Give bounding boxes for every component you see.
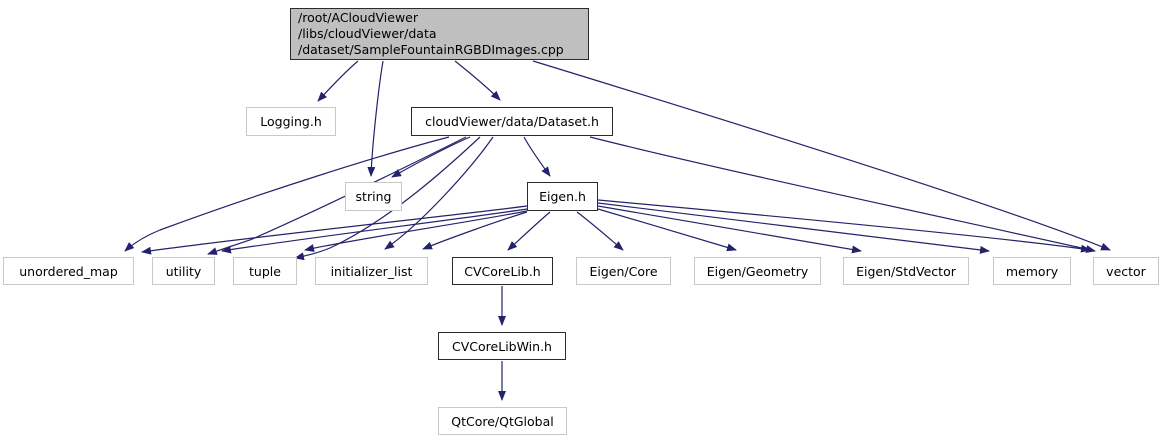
edge-eigen-to-tuple — [304, 210, 528, 252]
node-qtcore-qtglobal-label: QtCore/QtGlobal — [451, 413, 554, 429]
node-utility[interactable]: utility — [152, 257, 215, 285]
node-eigen-core[interactable]: Eigen/Core — [576, 257, 671, 285]
node-string-label: string — [355, 189, 392, 204]
node-cvcorelibwin-h-label: CVCoreLibWin.h — [452, 338, 552, 354]
node-initializer-list[interactable]: initializer_list — [315, 257, 428, 285]
node-eigen-stdvector-label: Eigen/StdVector — [856, 263, 956, 279]
node-memory-label: memory — [1005, 263, 1059, 279]
node-logging-h-label: Logging.h — [260, 114, 322, 129]
node-vector[interactable]: vector — [1093, 257, 1159, 285]
node-tuple-label: tuple — [249, 263, 281, 279]
node-sample-fountain-rgbd-images-cpp[interactable]: /root/ACloudViewer /libs/cloudViewer/dat… — [290, 8, 589, 60]
edge-eigen-to-vector — [597, 199, 1091, 253]
edge-root-to-vector — [532, 60, 1111, 251]
edge-eigen-to-initializer_list — [422, 211, 528, 250]
edge-eigen-to-utility — [221, 208, 528, 254]
edge-dataset-to-eigen — [523, 136, 551, 177]
node-unordered-map-label: unordered_map — [19, 263, 118, 279]
node-eigen-h-label: Eigen.h — [539, 189, 586, 204]
node-initializer-list-label: initializer_list — [330, 263, 413, 279]
edge-dataset-to-initializer_list — [384, 136, 494, 250]
node-sample-fountain-rgbd-images-cpp-label: /root/ACloudViewer /libs/cloudViewer/dat… — [298, 10, 564, 57]
node-cvcorelib-h-label: CVCoreLib.h — [464, 263, 541, 279]
edge-dataset-to-utility — [207, 136, 467, 255]
node-eigen-geometry[interactable]: Eigen/Geometry — [694, 257, 821, 285]
edge-eigen-to-unordered_map — [141, 205, 528, 255]
node-utility-label: utility — [165, 263, 202, 279]
edge-dataset-to-vector — [589, 136, 1096, 253]
node-unordered-map[interactable]: unordered_map — [3, 257, 134, 285]
node-logging-h[interactable]: Logging.h — [246, 107, 336, 136]
edge-dataset-to-tuple — [294, 136, 481, 261]
edge-dataset-to-string — [391, 136, 471, 178]
edge-eigen-to-memory — [597, 202, 990, 254]
node-tuple[interactable]: tuple — [233, 257, 297, 285]
node-string[interactable]: string — [345, 182, 402, 211]
edge-eigen-to-eigen_geometry — [597, 208, 737, 252]
node-eigen-geometry-label: Eigen/Geometry — [706, 263, 809, 279]
node-cloudviewer-data-dataset-h-label: cloudViewer/data/Dataset.h — [425, 114, 599, 129]
node-vector-label: vector — [1106, 263, 1146, 279]
node-cloudviewer-data-dataset-h[interactable]: cloudViewer/data/Dataset.h — [411, 107, 613, 136]
edge-eigen-to-eigen_stdvector — [597, 205, 862, 254]
node-eigen-stdvector[interactable]: Eigen/StdVector — [843, 257, 969, 285]
node-cvcorelib-h[interactable]: CVCoreLib.h — [452, 257, 553, 285]
node-eigen-core-label: Eigen/Core — [589, 263, 658, 279]
node-memory[interactable]: memory — [993, 257, 1071, 285]
edge-dataset-to-unordered_map — [124, 136, 450, 252]
node-eigen-h[interactable]: Eigen.h — [527, 182, 598, 211]
edge-eigen-to-cvcorelib — [507, 211, 551, 251]
node-cvcorelibwin-h[interactable]: CVCoreLibWin.h — [438, 332, 566, 360]
node-qtcore-qtglobal[interactable]: QtCore/QtGlobal — [438, 407, 567, 435]
edge-root-to-dataset — [454, 60, 501, 101]
edge-root-to-logging — [317, 60, 359, 102]
edge-root-to-string — [367, 60, 384, 177]
edge-eigen-to-eigen_core — [576, 211, 624, 251]
